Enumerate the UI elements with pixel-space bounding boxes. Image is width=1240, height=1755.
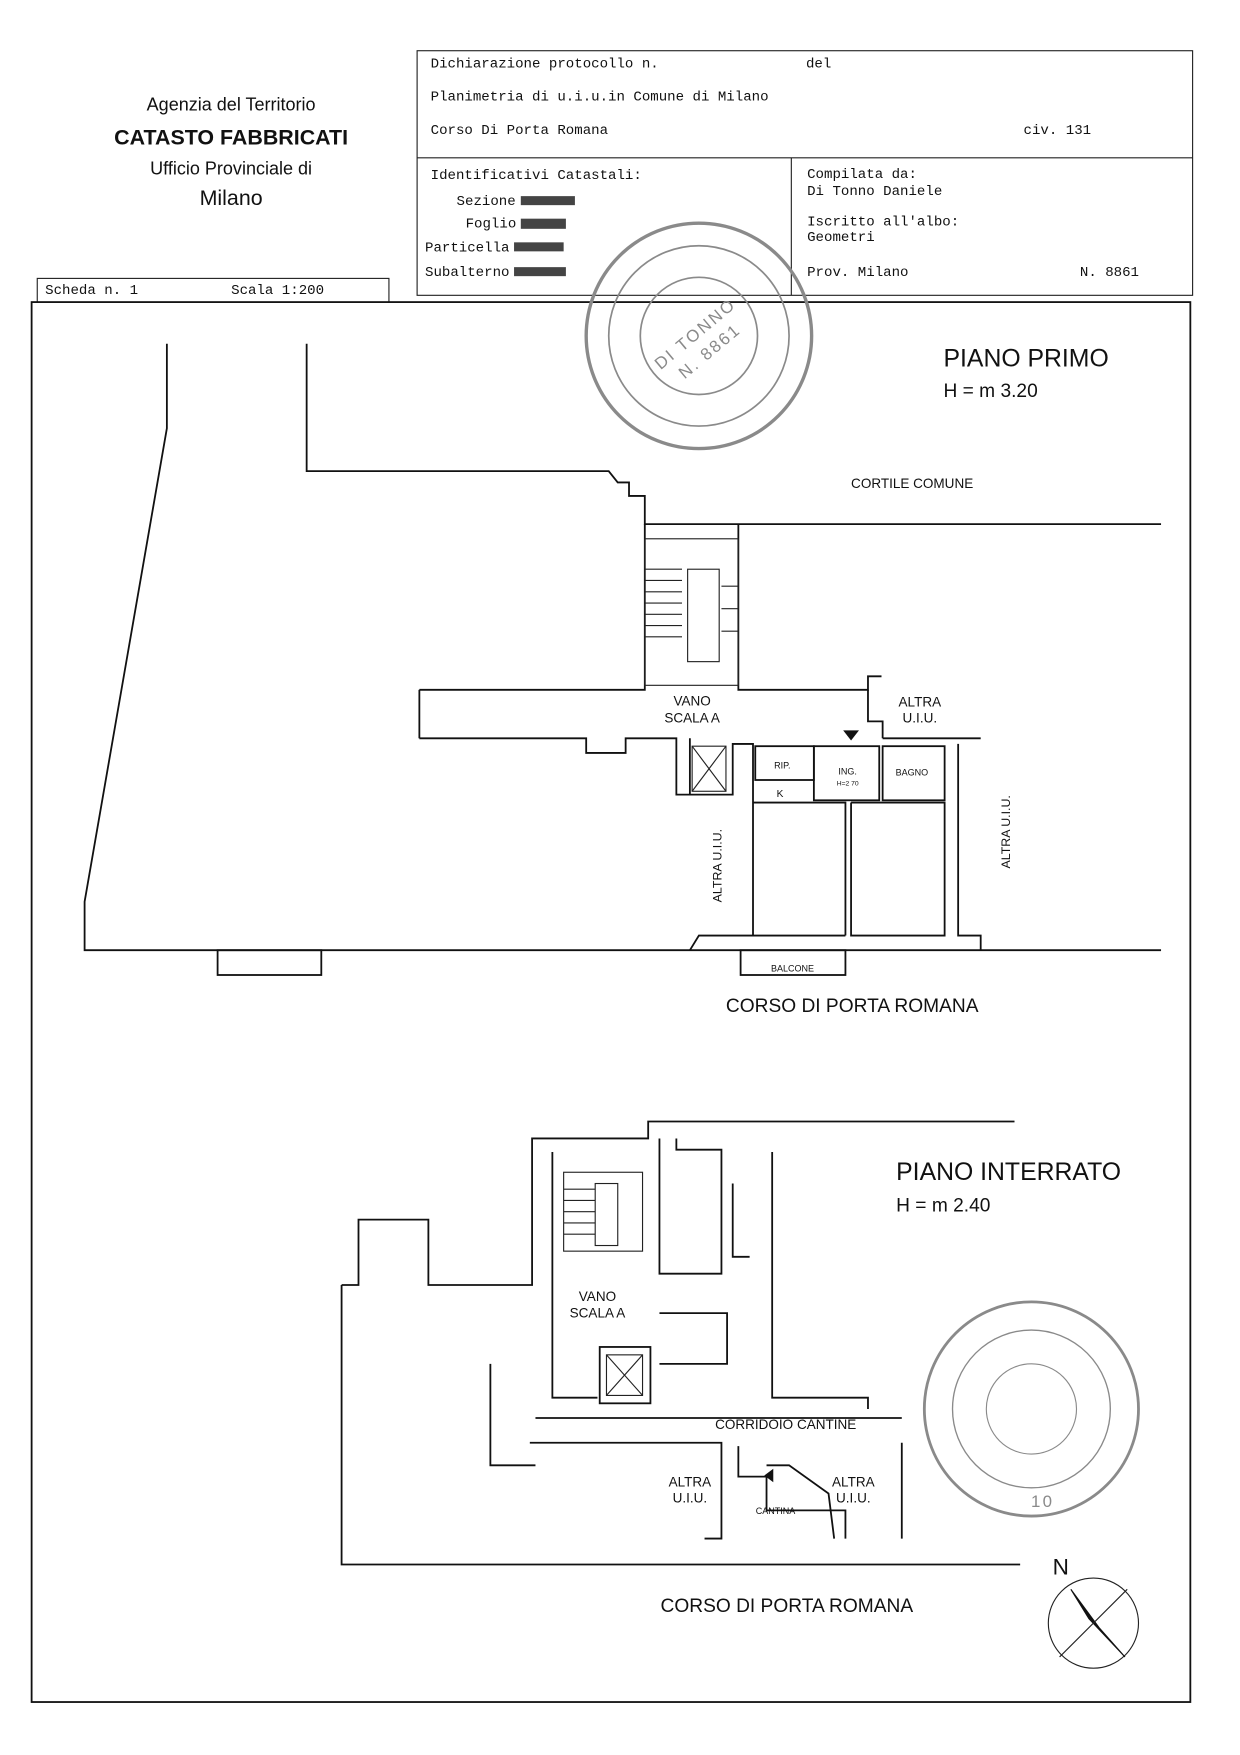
- stair-treads-upper: [644, 568, 739, 638]
- iscritto-label: Iscritto all'albo:: [807, 214, 959, 230]
- agency-block: Agenzia del Territorio CATASTO FABBRICAT…: [114, 94, 348, 210]
- north-label: N: [1053, 1555, 1069, 1580]
- entrance-arrow-icon-lower: [764, 1468, 774, 1483]
- catasto-title: CATASTO FABBRICATI: [114, 125, 348, 149]
- room-ing-height: H=2 70: [837, 781, 859, 788]
- room-k: K: [777, 789, 784, 800]
- compass-needle-icon: [1070, 1588, 1126, 1658]
- label-cortile: CORTILE COMUNE: [851, 476, 973, 491]
- svg-text:10: 10: [1031, 1492, 1054, 1511]
- street-label-upper: CORSO DI PORTA ROMANA: [726, 996, 979, 1017]
- header-box: Dichiarazione protocollo n. del Planimet…: [416, 50, 1194, 296]
- civic-number: civ. 131: [1024, 123, 1092, 139]
- label-corridoio: CORRIDOIO CANTINE: [715, 1417, 856, 1432]
- label-balcone: BALCONE: [771, 964, 814, 974]
- room-rip: RIP.: [774, 761, 790, 771]
- plan-walls-upper: [83, 343, 1162, 976]
- label-altra-uiu-right: ALTRA U.I.U.: [999, 795, 1013, 868]
- agency-name: Agenzia del Territorio: [147, 94, 316, 114]
- street-label-lower: CORSO DI PORTA ROMANA: [661, 1596, 914, 1617]
- scale-label: Scala 1:200: [231, 283, 324, 299]
- floor-height-primo: H = m 3.20: [943, 381, 1037, 402]
- label-scala: SCALA A: [664, 711, 720, 726]
- city-label: Milano: [200, 186, 263, 210]
- plan-piano-interrato: PIANO INTERRATO H = m 2.40 VANO SCALA A …: [340, 1120, 1121, 1617]
- stair-treads-lower: [563, 1188, 596, 1235]
- subalterno-field: Subalterno: [425, 265, 509, 281]
- label-altra-left: ALTRA: [669, 1475, 712, 1490]
- del-label: del: [806, 57, 831, 73]
- province-label: Prov. Milano: [807, 265, 908, 281]
- surveyor-stamp: DI TONNO N. 8861: [584, 221, 814, 451]
- room-bagno: BAGNO: [896, 767, 929, 777]
- foglio-field: Foglio: [466, 217, 517, 233]
- particella-field: Particella: [425, 240, 509, 256]
- label-uiu-right: U.I.U.: [836, 1491, 871, 1506]
- address-label: Corso Di Porta Romana: [431, 123, 608, 139]
- label-altra: ALTRA: [899, 695, 942, 710]
- floor-height-interrato: H = m 2.40: [896, 1196, 990, 1217]
- comune-stamp: 10: [922, 1300, 1140, 1518]
- protocol-label: Dichiarazione protocollo n.: [431, 57, 659, 73]
- room-ing: ING.: [838, 766, 857, 776]
- label-scala-lower: SCALA A: [570, 1306, 626, 1321]
- label-vano-lower: VANO: [579, 1289, 616, 1304]
- scheda-label: Scheda n. 1: [45, 283, 138, 299]
- entrance-arrow-icon: [843, 730, 859, 741]
- floor-title-interrato: PIANO INTERRATO: [896, 1159, 1121, 1186]
- scheda-box: Scheda n. 1 Scala 1:200: [36, 277, 390, 303]
- north-compass: N: [1047, 1555, 1140, 1669]
- room-cantina: CANTINA: [756, 1506, 796, 1516]
- label-altra-uiu-left: ALTRA U.I.U.: [710, 829, 724, 902]
- sezione-field: Sezione: [457, 194, 516, 210]
- plan-piano-primo: PIANO PRIMO H = m 3.20 CORTILE COMUNE VA…: [83, 343, 1162, 1017]
- label-uiu: U.I.U.: [903, 711, 938, 726]
- planimetria-label: Planimetria di u.i.u.in Comune di Milano: [431, 89, 769, 105]
- floor-title-primo: PIANO PRIMO: [943, 345, 1108, 372]
- drawing-frame: [30, 301, 1192, 1703]
- iscritto-value: Geometri: [807, 230, 875, 246]
- registration-number: N. 8861: [1080, 265, 1139, 281]
- label-uiu-left: U.I.U.: [673, 1491, 708, 1506]
- label-altra-right: ALTRA: [832, 1475, 875, 1490]
- redacted-values: [514, 196, 575, 277]
- compilata-label: Compilata da:: [807, 167, 917, 183]
- plan-walls-lower: [340, 1120, 1021, 1566]
- compilata-name: Di Tonno Daniele: [807, 184, 942, 200]
- label-vano: VANO: [673, 694, 710, 709]
- ufficio-label: Ufficio Provinciale di: [150, 159, 312, 179]
- identificativi-label: Identificativi Catastali:: [431, 168, 642, 184]
